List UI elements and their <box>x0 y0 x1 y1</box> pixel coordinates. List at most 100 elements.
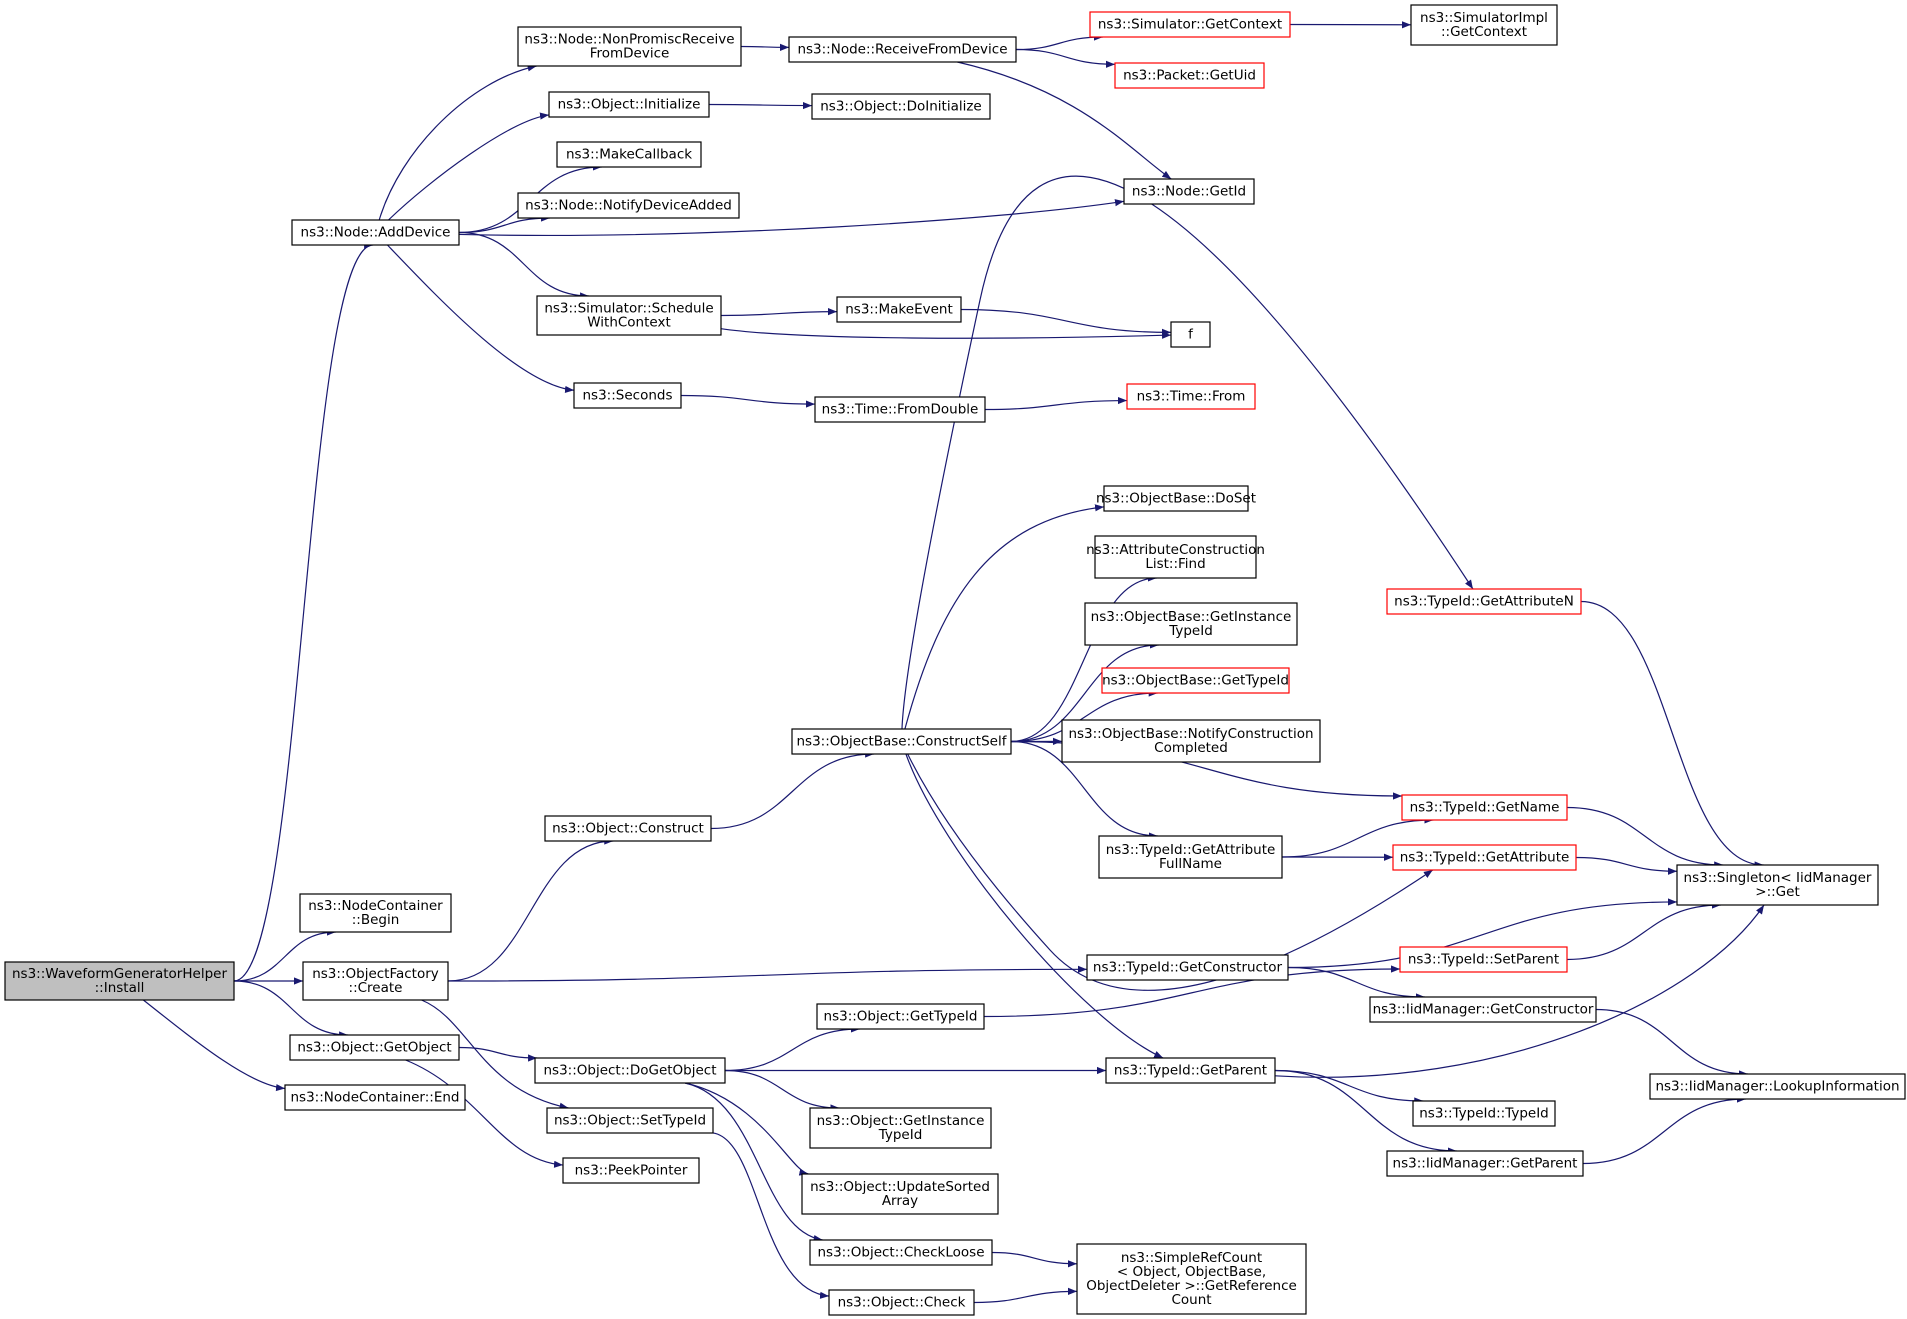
call-edges <box>143 21 1765 1304</box>
node-label: ns3::Object::UpdateSorted <box>810 1179 990 1195</box>
node-obj-construct[interactable]: ns3::Object::Construct <box>544 815 712 842</box>
edge-adddevice-to-node-getid <box>458 199 1125 236</box>
node-label: ns3::ObjectBase::DoSet <box>1096 491 1256 507</box>
node-constructself[interactable]: ns3::ObjectBase::ConstructSelf <box>791 728 1012 755</box>
call-edge <box>724 1025 860 1072</box>
node-label: ns3::TypeId::GetName <box>1410 800 1560 816</box>
node-notifyadded[interactable]: ns3::Node::NotifyDeviceAdded <box>517 192 740 219</box>
node-ob-notify[interactable]: ns3::ObjectBase::NotifyConstructionCompl… <box>1061 719 1321 763</box>
node-box <box>517 26 742 67</box>
node-tid-getname[interactable]: ns3::TypeId::GetName <box>1401 794 1568 821</box>
node-box <box>1076 1243 1307 1315</box>
edge-constructself-to-tid-getparent <box>905 753 1164 1059</box>
call-edge <box>1281 816 1434 858</box>
node-makecallback[interactable]: ns3::MakeCallback <box>556 141 702 168</box>
call-edge <box>1015 48 1116 68</box>
node-label: ::Begin <box>352 912 400 928</box>
call-edge <box>1010 641 1159 743</box>
call-edge <box>421 999 569 1110</box>
node-label: ns3::Object::Construct <box>552 821 704 837</box>
node-nc-begin[interactable]: ns3::NodeContainer::Begin <box>299 893 452 933</box>
node-label: ObjectDeleter >::GetReference <box>1086 1278 1297 1294</box>
node-label: ns3::Object::GetObject <box>297 1040 451 1056</box>
node-seconds[interactable]: ns3::Seconds <box>573 382 682 409</box>
node-f[interactable]: f <box>1170 321 1211 348</box>
node-label: ns3::ObjectBase::ConstructSelf <box>797 734 1008 750</box>
node-obj-gettypeid[interactable]: ns3::Object::GetTypeId <box>816 1003 985 1030</box>
edge-root-to-nc-begin <box>233 928 336 982</box>
node-iid-getparent[interactable]: ns3::IidManager::GetParent <box>1386 1150 1584 1177</box>
edge-checkloose-to-simplerefcount <box>991 1251 1078 1268</box>
node-box <box>1649 1073 1906 1100</box>
node-box <box>562 1157 700 1184</box>
node-iid-lookup[interactable]: ns3::IidManager::LookupInformation <box>1649 1073 1906 1100</box>
node-iid-getctor[interactable]: ns3::IidManager::GetConstructor <box>1369 996 1597 1023</box>
node-label: ns3::ObjectBase::GetInstance <box>1091 609 1292 625</box>
edge-adddevice-to-nonpromisc <box>378 64 537 221</box>
node-label: ns3::PeekPointer <box>575 1163 688 1179</box>
node-label: ns3::Object::GetTypeId <box>824 1009 978 1025</box>
node-dogetobject[interactable]: ns3::Object::DoGetObject <box>534 1057 726 1084</box>
node-tid-typeid[interactable]: ns3::TypeId::TypeId <box>1412 1100 1556 1127</box>
node-of-create[interactable]: ns3::ObjectFactory::Create <box>302 961 449 1001</box>
node-makeevent[interactable]: ns3::MakeEvent <box>836 296 962 323</box>
node-root[interactable]: ns3::WaveformGeneratorHelper::Install <box>4 961 235 1001</box>
node-nc-end[interactable]: ns3::NodeContainer::End <box>284 1084 466 1111</box>
node-box <box>1386 1150 1584 1177</box>
node-fromdouble[interactable]: ns3::Time::FromDouble <box>814 396 986 423</box>
node-obj-init[interactable]: ns3::Object::Initialize <box>548 91 710 118</box>
edge-tid-getname-to-singleton-get <box>1566 806 1724 869</box>
node-tid-setparent[interactable]: ns3::TypeId::SetParent <box>1399 946 1568 973</box>
node-box <box>534 1057 726 1084</box>
node-checkloose[interactable]: ns3::Object::CheckLoose <box>809 1239 993 1266</box>
edge-makeevent-to-f <box>960 308 1172 336</box>
node-box <box>1103 485 1249 512</box>
node-tid-getparent[interactable]: ns3::TypeId::GetParent <box>1105 1057 1276 1084</box>
node-adddevice[interactable]: ns3::Node::AddDevice <box>291 219 460 246</box>
node-box <box>828 1289 975 1316</box>
edge-getattrN-to-singleton-get <box>1580 600 1764 869</box>
node-peekpointer[interactable]: ns3::PeekPointer <box>562 1157 700 1184</box>
node-label: ::Create <box>349 980 403 996</box>
node-label: ns3::ObjectFactory <box>312 966 439 982</box>
node-label: ns3::Node::NonPromiscReceive <box>524 32 734 48</box>
call-edge <box>708 101 813 110</box>
node-recvfrom[interactable]: ns3::Node::ReceiveFromDevice <box>788 36 1017 63</box>
node-getobject[interactable]: ns3::Object::GetObject <box>289 1034 460 1061</box>
node-time-from[interactable]: ns3::Time::From <box>1126 383 1256 410</box>
node-getattrN[interactable]: ns3::TypeId::GetAttributeN <box>1386 588 1582 615</box>
node-box <box>811 93 991 120</box>
node-box <box>573 382 682 409</box>
node-singleton-get[interactable]: ns3::Singleton< IidManager>::Get <box>1676 864 1879 906</box>
call-edge <box>1010 574 1157 743</box>
node-label: ns3::ObjectBase::NotifyConstruction <box>1068 726 1313 742</box>
node-tid-getattr[interactable]: ns3::TypeId::GetAttribute <box>1392 844 1577 871</box>
node-doinit[interactable]: ns3::Object::DoInitialize <box>811 93 991 120</box>
node-box <box>809 1107 992 1149</box>
node-check[interactable]: ns3::Object::Check <box>828 1289 975 1316</box>
node-ob-gettypeid[interactable]: ns3::ObjectBase::GetTypeId <box>1101 667 1290 694</box>
node-simimpl-getctx[interactable]: ns3::SimulatorImpl::GetContext <box>1410 4 1558 46</box>
node-label: ns3::Object::SetTypeId <box>554 1113 706 1129</box>
edge-recvfrom-to-getuid <box>1015 48 1116 68</box>
node-doset[interactable]: ns3::ObjectBase::DoSet <box>1096 485 1256 512</box>
node-settypeid[interactable]: ns3::Object::SetTypeId <box>546 1107 714 1134</box>
node-box <box>1369 996 1597 1023</box>
node-simplerefcount[interactable]: ns3::SimpleRefCount< Object, ObjectBase,… <box>1076 1243 1307 1315</box>
edge-constructself-to-ob-gettypeid <box>1010 689 1158 743</box>
edge-getobject-to-peekpointer <box>405 1059 564 1168</box>
node-node-getid[interactable]: ns3::Node::GetId <box>1123 178 1255 205</box>
node-label: ns3::SimpleRefCount <box>1121 1250 1262 1266</box>
node-tid-getctor[interactable]: ns3::TypeId::GetConstructor <box>1086 954 1289 981</box>
node-box <box>801 1173 999 1215</box>
node-getuid[interactable]: ns3::Packet::GetUid <box>1114 62 1265 89</box>
node-sim-getctx[interactable]: ns3::Simulator::GetContext <box>1089 11 1291 38</box>
